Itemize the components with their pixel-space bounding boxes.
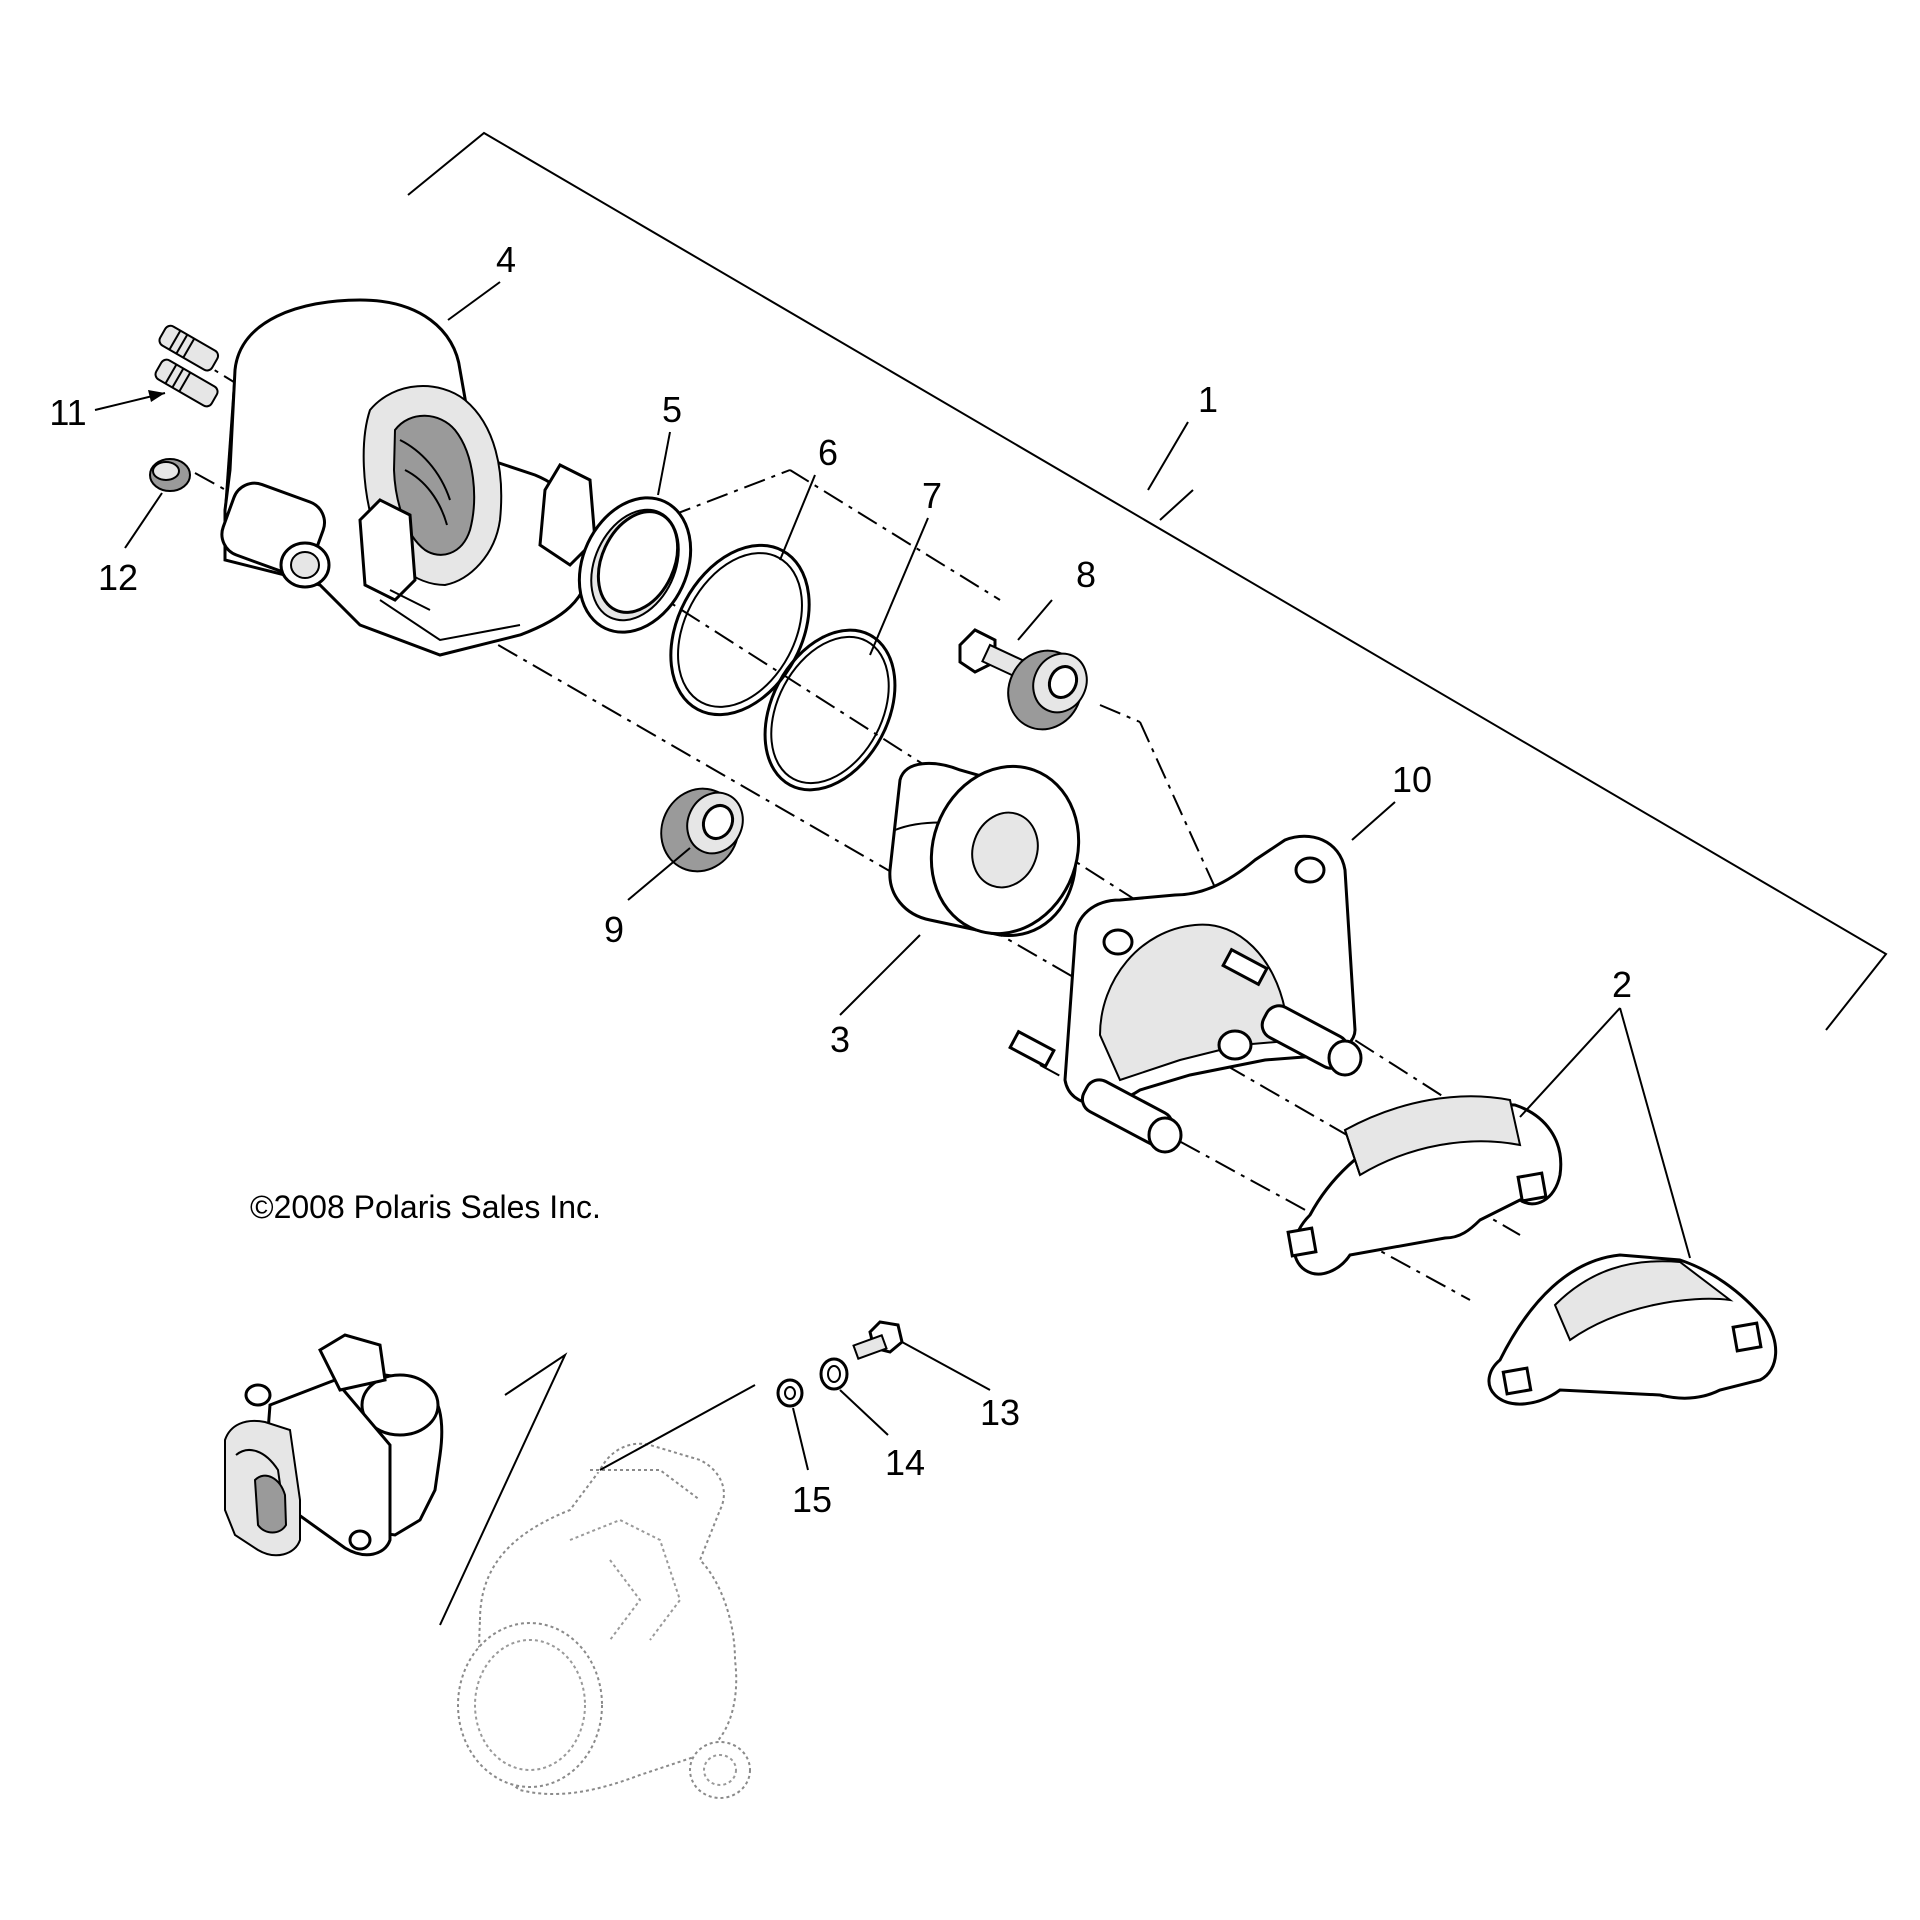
- bracket-item-10: [1008, 834, 1363, 1154]
- callout-13: 13: [980, 1392, 1020, 1433]
- callout-14: 14: [885, 1442, 925, 1483]
- callout-3: 3: [830, 1019, 850, 1060]
- copyright-notice: ©2008 Polaris Sales Inc.: [250, 1189, 601, 1225]
- callout-6: 6: [818, 432, 838, 473]
- piston-item-3: [888, 761, 1081, 938]
- seal-item-5: [577, 496, 693, 634]
- bolt-item-13: [852, 1320, 904, 1360]
- brake-pad-upper: [1286, 1095, 1563, 1276]
- caliper-body-item-4: [220, 298, 597, 657]
- knuckle-housing-ghost: [457, 1442, 751, 1799]
- boot-item-9: [660, 787, 744, 873]
- boot-upper: [1007, 649, 1088, 731]
- bracket-pin: [1080, 1078, 1183, 1154]
- assembled-caliper-view: [224, 1333, 444, 1557]
- cap-item-12: [149, 458, 191, 492]
- location-indicator-lines: [439, 1352, 756, 1626]
- callout-4: 4: [496, 239, 516, 280]
- callout-labels: 1 2 3 4 5 6 7 8 9 10 11 12 13 14 15: [49, 239, 1632, 1520]
- callout-7: 7: [922, 475, 942, 516]
- callout-9: 9: [604, 909, 624, 950]
- washer-item-14: [819, 1357, 849, 1391]
- ring-item-7: [763, 628, 897, 792]
- callout-1: 1: [1198, 379, 1218, 420]
- callout-15: 15: [792, 1479, 832, 1520]
- callout-10: 10: [1392, 759, 1432, 800]
- leader-lines: [94, 281, 1691, 1471]
- callout-11: 11: [49, 392, 86, 433]
- bracket-pin: [1260, 1004, 1363, 1077]
- washer-item-15: [776, 1378, 804, 1408]
- brake-pad-lower: [1487, 1253, 1778, 1406]
- pins-item-11: [154, 324, 220, 408]
- callout-5: 5: [662, 389, 682, 430]
- callout-12: 12: [98, 557, 138, 598]
- assembly-bracket: [407, 131, 1888, 1031]
- callout-2: 2: [1612, 964, 1632, 1005]
- callout-8: 8: [1076, 554, 1096, 595]
